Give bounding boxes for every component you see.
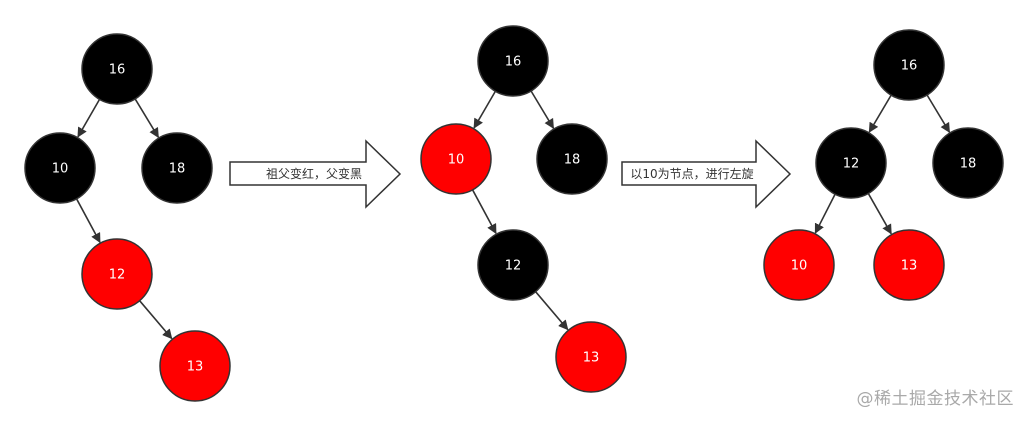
- node-12-circle: [815, 127, 887, 199]
- node-16-label: 16: [505, 55, 522, 70]
- edge-16-18: [133, 96, 160, 139]
- transition-arrow-2: 以10为节点，进行左旋: [621, 139, 792, 209]
- node-13-circle: [159, 330, 231, 402]
- node-10-label: 10: [52, 162, 69, 177]
- edge-16-10: [77, 97, 102, 138]
- edge-16-18: [529, 88, 555, 130]
- node-10-circle: [763, 229, 835, 301]
- node-10-label: 10: [448, 153, 465, 168]
- node-16-circle: [873, 29, 945, 101]
- edge-12-13: [533, 289, 569, 331]
- tree-stage-3: 16 12 18 10 13: [763, 29, 1004, 301]
- edge-12-13: [137, 298, 173, 340]
- node-16-circle: [81, 33, 153, 105]
- node-18-label: 18: [169, 162, 186, 177]
- node-18-circle: [536, 123, 608, 195]
- node-12-label: 12: [505, 259, 522, 274]
- tree-stage-2: 16 10 18 12 13: [420, 25, 627, 393]
- node-18-circle: [141, 132, 213, 204]
- node-12-circle: [477, 229, 549, 301]
- node-10-circle: [420, 123, 492, 195]
- edge-16-18: [925, 92, 951, 134]
- edge-10-12: [74, 196, 101, 244]
- edge-12-13: [866, 191, 892, 235]
- node-18-label: 18: [960, 157, 977, 172]
- edge-10-12: [470, 187, 497, 235]
- watermark: @稀土掘金技术社区: [856, 389, 1014, 409]
- edge-16-12: [868, 92, 893, 133]
- tree-stage-1: 16 10 18 12 13: [24, 33, 231, 402]
- transition-label-1: 祖父变红，父变黑: [266, 166, 362, 181]
- node-16-label: 16: [901, 59, 918, 74]
- node-12-label: 12: [109, 268, 126, 283]
- node-10-circle: [24, 132, 96, 204]
- node-13-label: 13: [187, 360, 204, 375]
- node-16-label: 16: [109, 63, 126, 78]
- tree-stages: 16 10 18 12 13 16 10 18 12 13 16 12 18 10 13: [24, 25, 1004, 402]
- node-12-label: 12: [843, 157, 860, 172]
- transition-arrow-1: 祖父变红，父变黑: [229, 139, 402, 209]
- node-13-label: 13: [901, 259, 918, 274]
- node-13-circle: [873, 229, 945, 301]
- node-13-label: 13: [583, 351, 600, 366]
- edge-12-10: [814, 192, 837, 234]
- edge-16-10: [473, 89, 498, 129]
- node-13-circle: [555, 321, 627, 393]
- node-18-circle: [932, 127, 1004, 199]
- node-12-circle: [81, 238, 153, 310]
- node-16-circle: [477, 25, 549, 97]
- transition-label-2: 以10为节点，进行左旋: [630, 166, 753, 181]
- node-10-label: 10: [791, 259, 808, 274]
- node-18-label: 18: [564, 153, 581, 168]
